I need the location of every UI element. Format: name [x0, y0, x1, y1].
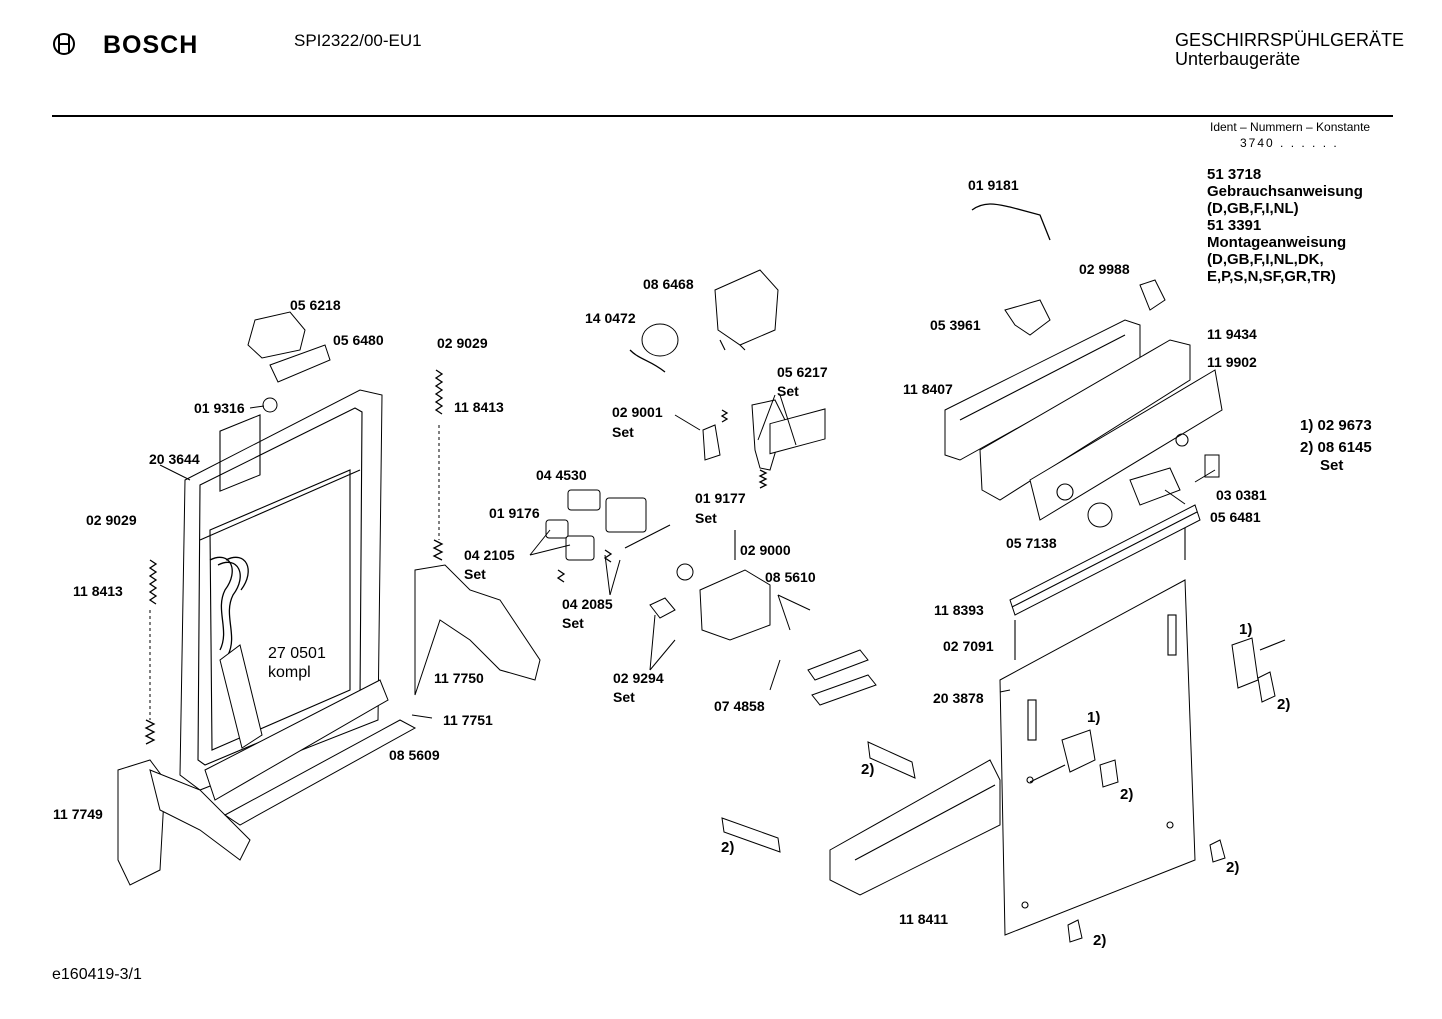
part-030381 [1204, 454, 1220, 478]
bracket-056217 [751, 399, 786, 489]
ident-value: 3740 . . . . . . [1240, 136, 1339, 150]
part-label: 04 4530 [536, 467, 587, 483]
screw-027091 [1014, 528, 1186, 660]
part-label: 05 3961 [930, 317, 981, 333]
note-marker: 1) [1087, 709, 1101, 726]
note-marker: 2) [1093, 932, 1107, 949]
switch-caps [545, 489, 671, 583]
part-label: Set [464, 566, 486, 582]
part-label: 08 5610 [765, 569, 816, 585]
footnote-2: 2) 08 6145 [1300, 439, 1372, 456]
part-label: 05 7138 [1006, 535, 1057, 551]
part-label: Set [562, 615, 584, 631]
comb-strips [721, 741, 916, 853]
part-label: 05 6480 [333, 332, 384, 348]
ident-label: Ident – Nummern – Konstante [1210, 120, 1371, 134]
leader-lines [159, 394, 1216, 719]
part-label: Set [777, 383, 799, 399]
rails-center [807, 649, 877, 706]
part-label: Set [695, 510, 717, 526]
knob-057138 [1087, 502, 1113, 528]
part-label: 05 6218 [290, 297, 341, 313]
panel-119902 [1029, 369, 1223, 521]
right-door-spring [432, 369, 444, 561]
part-label: 07 4858 [714, 698, 765, 714]
manual-block: 51 3718 Gebrauchsanweisung (D,GB,F,I,NL)… [1207, 166, 1363, 285]
part-label: Set [613, 689, 635, 705]
part-label: 08 6468 [643, 276, 694, 292]
bracket-053961 [1004, 299, 1051, 336]
pump-housing-085610 [676, 408, 826, 641]
part-label: 03 0381 [1216, 487, 1267, 503]
side-bracket-right [414, 564, 541, 696]
note-marker: 2) [1226, 859, 1240, 876]
note-marker: 2) [721, 839, 735, 856]
hinge-bottom-left [117, 759, 251, 886]
part-label: 11 8407 [903, 381, 953, 397]
inner-door-frame [179, 389, 383, 791]
model-number: SPI2322/00-EU1 [294, 31, 422, 50]
part-label: 02 9029 [437, 335, 488, 351]
sensor-019181 [971, 203, 1051, 241]
bottom-trim-strips [204, 679, 417, 826]
category-title: GESCHIRRSPÜHLGERÄTE [1175, 30, 1405, 50]
left-door-spring [144, 559, 158, 745]
panel-119434 [979, 339, 1191, 501]
part-label: 20 3644 [149, 451, 200, 467]
rail-118393 [1009, 504, 1201, 616]
part-label: 01 9181 [968, 177, 1019, 193]
part-label: 11 7750 [434, 670, 484, 686]
part-label: 01 9177 [695, 490, 746, 506]
part-label: 11 9902 [1207, 354, 1257, 370]
part-label: Set [612, 424, 634, 440]
part-label: 11 7749 [53, 806, 103, 822]
control-module-086468 [714, 269, 779, 351]
part-label: 20 3878 [933, 690, 984, 706]
part-label: 05 6217 [777, 364, 828, 380]
note-marker: 2) [861, 761, 875, 778]
part-label: 11 8411 [899, 911, 949, 927]
note-marker: 2) [1277, 696, 1291, 713]
note-marker: 2) [1120, 786, 1134, 803]
footnote-1: 1) 02 9673 [1300, 417, 1372, 434]
part-label: 05 6481 [1210, 509, 1261, 525]
outer-door-203878 [999, 579, 1196, 936]
part-label: 11 9434 [1207, 326, 1257, 342]
part-label: 02 7091 [943, 638, 994, 654]
part-label: 02 9294 [613, 670, 664, 686]
bosch-logo-icon [53, 33, 75, 55]
part-label: 02 9988 [1079, 261, 1130, 277]
document-code: e160419-3/1 [52, 966, 142, 983]
brand-name: BOSCH [103, 31, 199, 59]
part-label: 14 0472 [585, 310, 636, 326]
part-label: kompl [268, 664, 311, 681]
set-029001 [702, 409, 729, 461]
part-label: 04 2105 [464, 547, 515, 563]
part-label: 27 0501 [268, 645, 326, 662]
parts-029294 [649, 597, 676, 619]
part-label: 02 9001 [612, 404, 663, 420]
hinge-parts-right [1067, 637, 1286, 943]
part-label: 01 9176 [489, 505, 540, 521]
kickplate-118411 [829, 759, 1001, 896]
part-label: 04 2085 [562, 596, 613, 612]
part-label: 11 8413 [73, 583, 123, 599]
part-label: 11 8413 [454, 399, 504, 415]
part-label: 11 7751 [443, 712, 493, 728]
subcategory-title: Unterbaugeräte [1175, 49, 1301, 69]
clip-029988 [1139, 279, 1166, 311]
note-marker: 1) [1239, 621, 1253, 638]
part-label: 08 5609 [389, 747, 440, 763]
part-056481 [1129, 467, 1181, 506]
part-label: 02 9000 [740, 542, 791, 558]
hinge-bracket-top [247, 311, 331, 413]
footnote-set: Set [1320, 457, 1344, 474]
part-label: 11 8393 [934, 602, 984, 618]
part-label: 01 9316 [194, 400, 245, 416]
knob-140472 [629, 323, 679, 373]
part-label: 02 9029 [86, 512, 137, 528]
